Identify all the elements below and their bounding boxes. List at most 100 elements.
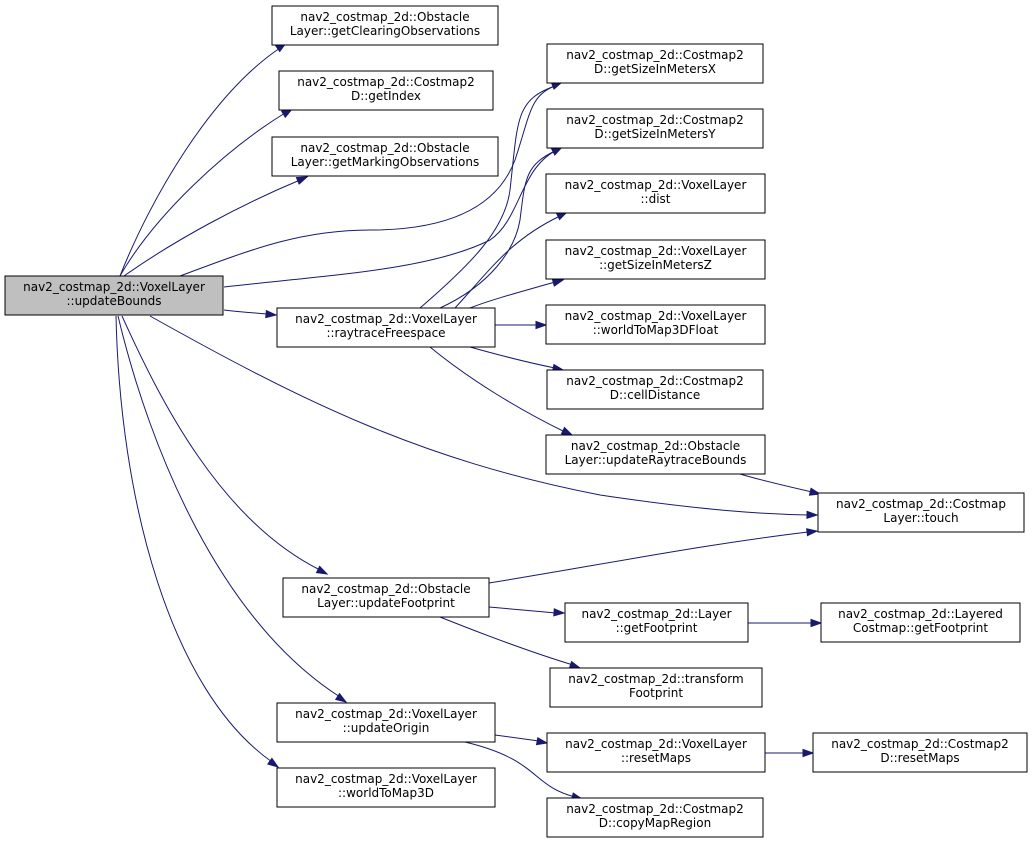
node-box	[820, 602, 1021, 643]
node-box	[271, 5, 499, 46]
node-label-line: nav2_costmap_2d::Costmap	[836, 497, 1006, 511]
arrowhead-icon	[295, 176, 309, 185]
node-label-line: nav2_costmap_2d::VoxelLayer	[295, 312, 477, 326]
node-label-line: nav2_costmap_2d::Obstacle	[300, 10, 469, 24]
node-resetMapsVoxel[interactable]: nav2_costmap_2d::VoxelLayer::resetMaps	[546, 732, 766, 773]
arrowhead-icon	[535, 320, 548, 330]
node-getClearingObservations[interactable]: nav2_costmap_2d::ObstacleLayer::getClear…	[271, 5, 499, 46]
node-getMarkingObservations[interactable]: nav2_costmap_2d::ObstacleLayer::getMarki…	[271, 136, 499, 177]
node-updateBounds[interactable]: nav2_costmap_2d::VoxelLayer::updateBound…	[4, 275, 224, 316]
arrowhead-icon	[553, 608, 566, 617]
edge-line	[123, 179, 301, 277]
node-layeredGetFootprint[interactable]: nav2_costmap_2d::LayeredCostmap::getFoot…	[820, 602, 1021, 643]
node-label-line: nav2_costmap_2d::VoxelLayer	[295, 707, 477, 721]
node-label-line: nav2_costmap_2d::VoxelLayer	[295, 772, 477, 786]
node-worldToMap3DFloat[interactable]: nav2_costmap_2d::VoxelLayer::worldToMap3…	[545, 304, 766, 345]
node-label-line: nav2_costmap_2d::VoxelLayer	[565, 309, 747, 323]
node-label-line: nav2_costmap_2d::Costmap2	[566, 802, 744, 816]
edge-line	[464, 741, 576, 798]
node-label-line: nav2_costmap_2d::Layered	[838, 607, 1003, 621]
node-label-line: nav2_costmap_2d::Obstacle	[300, 141, 469, 155]
node-label-line: nav2_costmap_2d::Costmap2	[566, 48, 744, 62]
node-box	[546, 797, 764, 838]
arrowhead-icon	[535, 736, 549, 746]
node-raytraceFreespace[interactable]: nav2_costmap_2d::VoxelLayer::raytraceFre…	[276, 307, 496, 348]
node-label-line: nav2_costmap_2d::transform	[568, 672, 743, 686]
node-copyMapRegion[interactable]: nav2_costmap_2d::Costmap2D::copyMapRegio…	[546, 797, 764, 838]
node-label-line: nav2_costmap_2d::Obstacle	[571, 439, 740, 453]
node-box	[564, 602, 749, 643]
edge-updateBounds-to-getMarkingObservations	[123, 176, 309, 277]
edge-line	[469, 346, 556, 369]
node-worldToMap3D[interactable]: nav2_costmap_2d::VoxelLayer::worldToMap3…	[276, 767, 496, 808]
node-label-line: Layer::updateRaytraceBounds	[565, 453, 747, 467]
node-updateOrigin[interactable]: nav2_costmap_2d::VoxelLayer::updateOrigi…	[276, 702, 496, 743]
edge-updateBounds-to-updateOrigin	[117, 315, 348, 703]
edge-line	[119, 47, 281, 277]
arrowhead-icon	[334, 692, 348, 703]
node-label-line: ::dist	[641, 192, 671, 206]
graph-nodes: nav2_costmap_2d::VoxelLayer::updateBound…	[4, 5, 1028, 838]
node-box	[817, 492, 1025, 533]
node-label-line: D::getSizeInMetersX	[594, 62, 716, 76]
arrowhead-icon	[560, 426, 574, 436]
edge-line	[179, 85, 556, 277]
node-label-line: ::getFootprint	[616, 621, 698, 635]
arrowhead-icon	[315, 565, 329, 575]
node-label-line: nav2_costmap_2d::Obstacle	[301, 582, 470, 596]
arrowhead-icon	[806, 510, 819, 520]
node-box	[546, 108, 764, 149]
node-layerGetFootprint[interactable]: nav2_costmap_2d::Layer::getFootprint	[564, 602, 749, 643]
edge-line	[469, 281, 556, 309]
node-getSizeInMetersX[interactable]: nav2_costmap_2d::Costmap2D::getSizeInMet…	[546, 43, 764, 84]
node-box	[549, 667, 763, 708]
node-label-line: nav2_costmap_2d::Costmap2	[566, 113, 744, 127]
edge-updateBounds-to-getClearingObservations	[119, 42, 288, 277]
edge-line	[149, 315, 809, 516]
edge-line	[121, 315, 321, 571]
edge-line	[439, 150, 556, 309]
graph-edges	[115, 42, 823, 801]
node-box	[812, 732, 1028, 773]
node-getSizeInMetersY[interactable]: nav2_costmap_2d::Costmap2D::getSizeInMet…	[546, 108, 764, 149]
node-label-line: nav2_costmap_2d::VoxelLayer	[565, 737, 747, 751]
arrowhead-icon	[810, 618, 823, 628]
node-label-line: D::getIndex	[351, 89, 421, 103]
node-label-line: ::resetMaps	[621, 751, 691, 765]
node-box	[282, 577, 490, 618]
node-box	[276, 702, 496, 743]
node-box	[546, 369, 764, 410]
edge-updateOrigin-to-resetMapsVoxel	[494, 734, 549, 746]
edge-line	[419, 85, 556, 309]
node-label-line: nav2_costmap_2d::Costmap2	[297, 75, 475, 89]
arrowhead-icon	[568, 660, 582, 669]
arrowhead-icon	[806, 528, 819, 537]
node-label-line: nav2_costmap_2d::VoxelLayer	[565, 244, 747, 258]
node-label-line: ::raytraceFreespace	[326, 326, 445, 340]
node-updateFootprint[interactable]: nav2_costmap_2d::ObstacleLayer::updateFo…	[282, 577, 490, 618]
edge-layerGetFootprint-to-layeredGetFootprint	[747, 618, 823, 628]
node-label-line: ::getSizeInMetersZ	[599, 258, 712, 272]
edge-updateFootprint-to-touch	[488, 528, 819, 584]
edge-raytraceFreespace-to-getSizeInMetersY	[439, 146, 564, 309]
node-label-line: D::getSizeInMetersY	[594, 127, 716, 141]
node-label-line: D::copyMapRegion	[599, 816, 711, 830]
arrowhead-icon	[808, 487, 822, 496]
edge-raytraceFreespace-to-getSizeInMetersZ	[469, 278, 565, 309]
node-box	[278, 70, 494, 111]
node-label-line: Layer::getMarkingObservations	[291, 155, 480, 169]
node-getSizeInMetersZ[interactable]: nav2_costmap_2d::VoxelLayer::getSizeInMe…	[545, 239, 766, 280]
node-dist[interactable]: nav2_costmap_2d::VoxelLayer::dist	[545, 173, 766, 214]
node-label-line: nav2_costmap_2d::Costmap2	[566, 374, 744, 388]
edge-raytraceFreespace-to-updateRaytraceBounds	[429, 346, 574, 436]
edge-raytraceFreespace-to-worldToMap3DFloat	[494, 320, 548, 330]
node-label-line: nav2_costmap_2d::VoxelLayer	[23, 280, 205, 294]
node-updateRaytraceBounds[interactable]: nav2_costmap_2d::ObstacleLayer::updateRa…	[545, 434, 766, 475]
node-label-line: Layer::updateFootprint	[317, 596, 455, 610]
